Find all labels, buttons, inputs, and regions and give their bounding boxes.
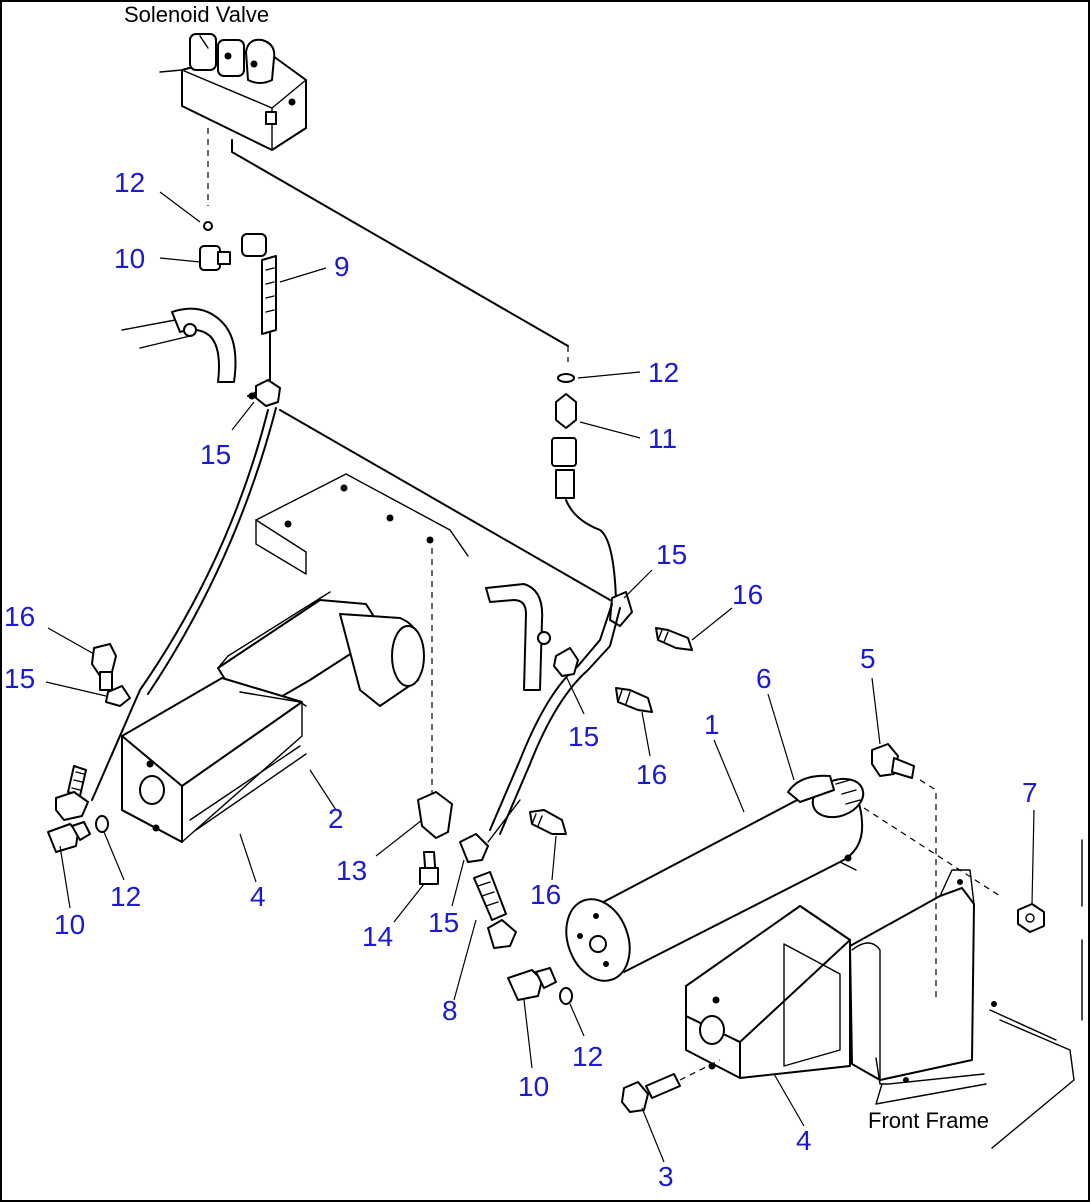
pipe-nut-middle <box>537 631 551 645</box>
clamp-link <box>487 799 521 843</box>
bolt-5 <box>871 743 915 779</box>
callout-3: 3 <box>658 1161 674 1192</box>
callout-13: 13 <box>336 855 367 886</box>
callout-12: 12 <box>648 357 679 388</box>
callout-15: 15 <box>4 663 35 694</box>
callout-15: 15 <box>656 539 687 570</box>
accumulator-1 <box>565 774 865 982</box>
bracket-axis-line <box>863 807 1001 897</box>
accumulator-1-bolt-mark <box>844 854 852 862</box>
hose-line-cross <box>279 409 611 601</box>
accumulator-1-stub <box>839 861 857 871</box>
leader-lines <box>45 191 1035 1163</box>
callout-12: 12 <box>110 881 141 912</box>
bolt-16-right <box>655 627 693 651</box>
bolt-16-left <box>91 643 117 691</box>
hose-line-upper <box>231 139 569 347</box>
hose-line-middle <box>489 603 613 831</box>
mounting-plate <box>255 473 469 575</box>
hose-line-left-down-2 <box>147 407 277 695</box>
callout-12: 12 <box>572 1041 603 1072</box>
clamp-15-right <box>609 591 633 627</box>
hose-8 <box>473 871 517 949</box>
callout-16: 16 <box>4 601 35 632</box>
callout-5: 5 <box>860 643 876 674</box>
callout-1: 1 <box>704 709 720 740</box>
callout-15: 15 <box>200 439 231 470</box>
callout-7: 7 <box>1022 777 1038 808</box>
bracket-13 <box>417 791 453 839</box>
accumulator-right-box <box>685 905 851 1079</box>
clamp-15-left <box>105 685 131 707</box>
frame-edge-lower <box>989 1009 1075 1149</box>
callout-9: 9 <box>334 251 350 282</box>
callout-15: 15 <box>568 721 599 752</box>
o-ring-12-upper <box>203 221 213 231</box>
hose-11-down <box>565 499 617 601</box>
pipe-bracket-upper <box>121 307 237 383</box>
callout-8: 8 <box>442 995 458 1026</box>
clamp-15-middle <box>553 647 579 677</box>
callout-10: 10 <box>54 909 85 940</box>
clamp-15-upper <box>248 379 281 407</box>
bolt-3 <box>621 1073 681 1113</box>
callout-10: 10 <box>114 243 145 274</box>
bolt-5-axis <box>919 779 937 1000</box>
callout-6: 6 <box>756 663 772 694</box>
o-ring-12-lower <box>559 987 573 1005</box>
callout-4: 4 <box>796 1125 812 1156</box>
callout-numbers: 12 10 9 12 11 15 15 16 16 15 5 6 1 15 16… <box>4 167 1038 1192</box>
accumulator-left <box>121 591 425 843</box>
pipe-bend-middle <box>485 583 544 691</box>
elbow-fitting-10-left <box>47 821 91 853</box>
callout-15: 15 <box>428 907 459 938</box>
callout-16: 16 <box>636 759 667 790</box>
hose-9 <box>241 233 277 335</box>
callout-16: 16 <box>732 579 763 610</box>
nut-7 <box>1017 903 1045 933</box>
front-frame-member <box>875 1057 987 1105</box>
connector-11 <box>551 393 577 499</box>
mounting-bracket-right <box>849 869 997 1083</box>
front-frame-label: Front Frame <box>868 1108 989 1133</box>
solenoid-valve <box>159 33 307 151</box>
bolt-3-axis <box>679 1059 721 1081</box>
callout-12: 12 <box>114 167 145 198</box>
callout-4: 4 <box>250 881 266 912</box>
callout-10: 10 <box>518 1071 549 1102</box>
hose-fitting-left <box>55 765 89 821</box>
callout-14: 14 <box>362 921 393 952</box>
hose-line-middle-2 <box>499 607 621 835</box>
callout-11: 11 <box>648 423 677 454</box>
bolt-14 <box>419 851 439 885</box>
callout-2: 2 <box>328 803 344 834</box>
bolt-16-middle <box>615 687 653 713</box>
callout-16: 16 <box>530 879 561 910</box>
hose-line-left-down <box>91 409 269 801</box>
clamp-15-lower <box>459 833 489 863</box>
o-ring-12-right <box>557 373 575 383</box>
bolt-16-lower <box>529 809 567 835</box>
elbow-fitting-10-lower <box>507 967 557 1001</box>
o-ring-12-left <box>95 815 109 833</box>
solenoid-valve-label: Solenoid Valve <box>124 2 269 27</box>
elbow-fitting-10-upper <box>199 245 231 271</box>
